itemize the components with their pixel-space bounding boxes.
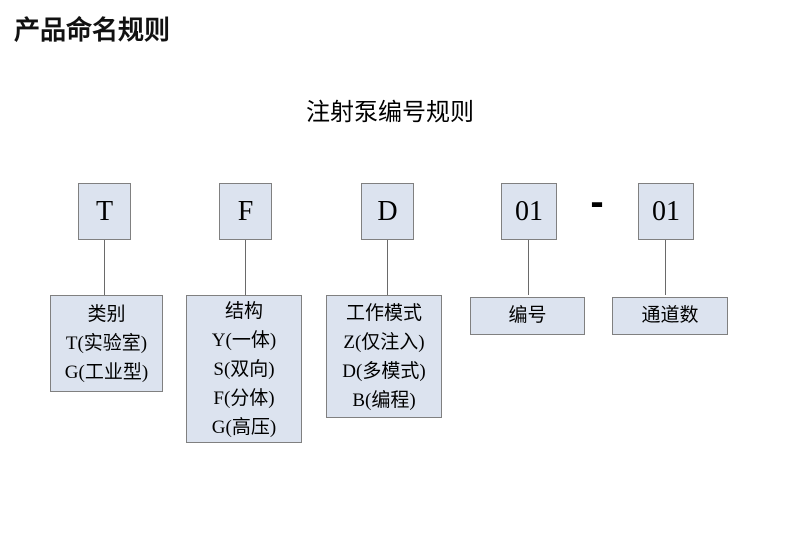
code-box-category: T bbox=[78, 183, 131, 240]
connector-line-number bbox=[528, 240, 529, 295]
desc-line: Z(仅注入) bbox=[343, 331, 425, 353]
desc-box-mode: 工作模式 Z(仅注入) D(多模式) B(编程) bbox=[326, 295, 442, 418]
desc-box-number: 编号 bbox=[470, 297, 585, 335]
desc-line: 工作模式 bbox=[345, 302, 422, 324]
connector-line-category bbox=[104, 240, 105, 295]
page-title: 产品命名规则 bbox=[14, 15, 171, 45]
desc-line: 编号 bbox=[508, 305, 547, 326]
code-box-mode: D bbox=[361, 183, 414, 240]
desc-line: S(双向) bbox=[213, 358, 275, 380]
connector-line-mode bbox=[387, 240, 388, 295]
desc-line: G(高压) bbox=[211, 416, 277, 438]
desc-line: 结构 bbox=[224, 300, 263, 322]
desc-line: G(工业型) bbox=[64, 362, 149, 383]
code-box-number: 01 bbox=[501, 183, 557, 240]
desc-line: B(编程) bbox=[352, 389, 416, 411]
desc-line: 类别 bbox=[87, 304, 126, 325]
code-box-structure: F bbox=[219, 183, 272, 240]
desc-line: T(实验室) bbox=[65, 333, 148, 354]
connector-line-structure bbox=[245, 240, 246, 295]
desc-line: Y(一体) bbox=[211, 329, 277, 351]
desc-line: 通道数 bbox=[641, 305, 699, 326]
desc-box-category: 类别 T(实验室) G(工业型) bbox=[50, 295, 163, 392]
desc-line: F(分体) bbox=[213, 387, 275, 409]
code-box-channels: 01 bbox=[638, 183, 694, 240]
desc-line: D(多模式) bbox=[342, 360, 426, 382]
separator-dash: - bbox=[590, 180, 604, 224]
desc-box-structure: 结构 Y(一体) S(双向) F(分体) G(高压) bbox=[186, 295, 302, 443]
diagram-title: 注射泵编号规则 bbox=[306, 100, 474, 126]
desc-box-channels: 通道数 bbox=[612, 297, 728, 335]
connector-line-channels bbox=[665, 240, 666, 295]
